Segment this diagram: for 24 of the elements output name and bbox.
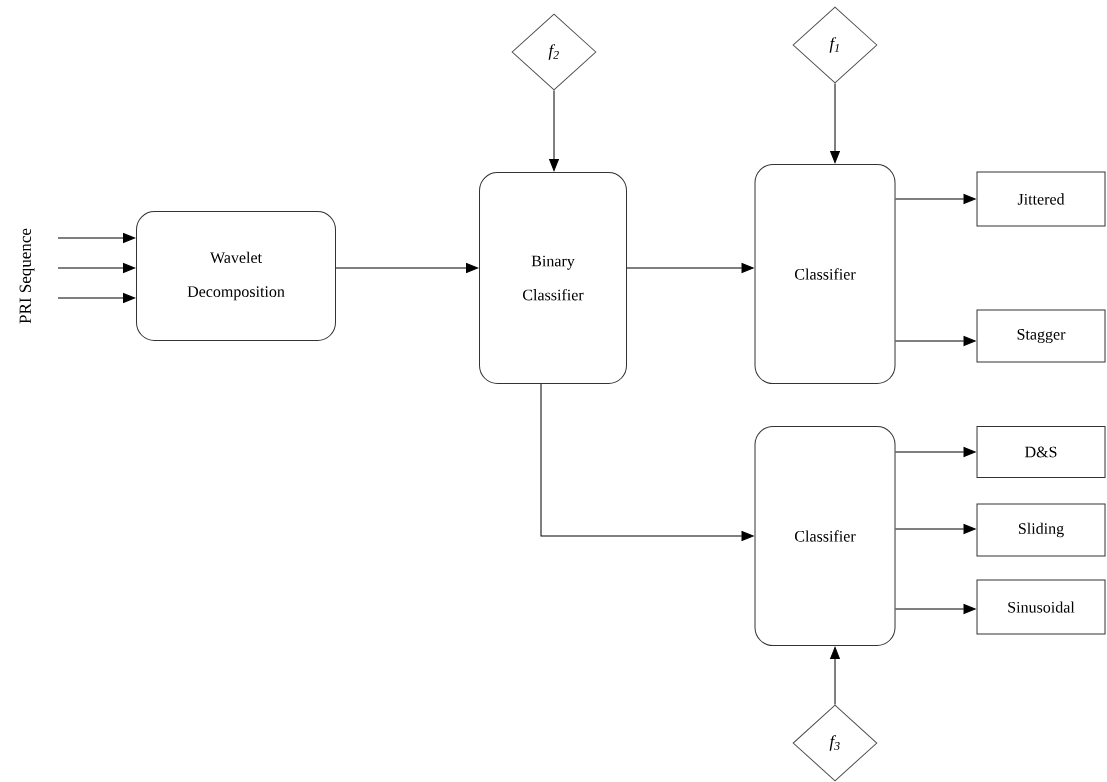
arrow [830, 83, 840, 164]
arrow [830, 646, 840, 705]
classifier-box: Binary Classifier [479, 172, 627, 384]
output-box: D&S [976, 426, 1106, 478]
output-box: Sinusoidal [976, 579, 1106, 635]
arrow [626, 263, 754, 273]
arrow [57, 233, 136, 243]
process-box: Wavelet Decomposition [136, 211, 336, 341]
arrow [540, 383, 754, 541]
classifier-box: Classifier [754, 426, 896, 646]
arrow [549, 90, 559, 172]
output-box: Jittered [976, 171, 1106, 227]
output-box: Sliding [976, 503, 1106, 557]
arrow [895, 194, 976, 204]
arrow [57, 293, 136, 303]
arrow [335, 263, 479, 273]
arrow [895, 524, 976, 534]
arrow [895, 447, 976, 457]
axis-label: PRI Sequence [19, 228, 35, 324]
arrow [895, 604, 976, 614]
classifier-box: Classifier [754, 164, 896, 384]
arrow [895, 336, 976, 346]
output-box: Stagger [976, 309, 1106, 363]
arrow [57, 263, 136, 273]
